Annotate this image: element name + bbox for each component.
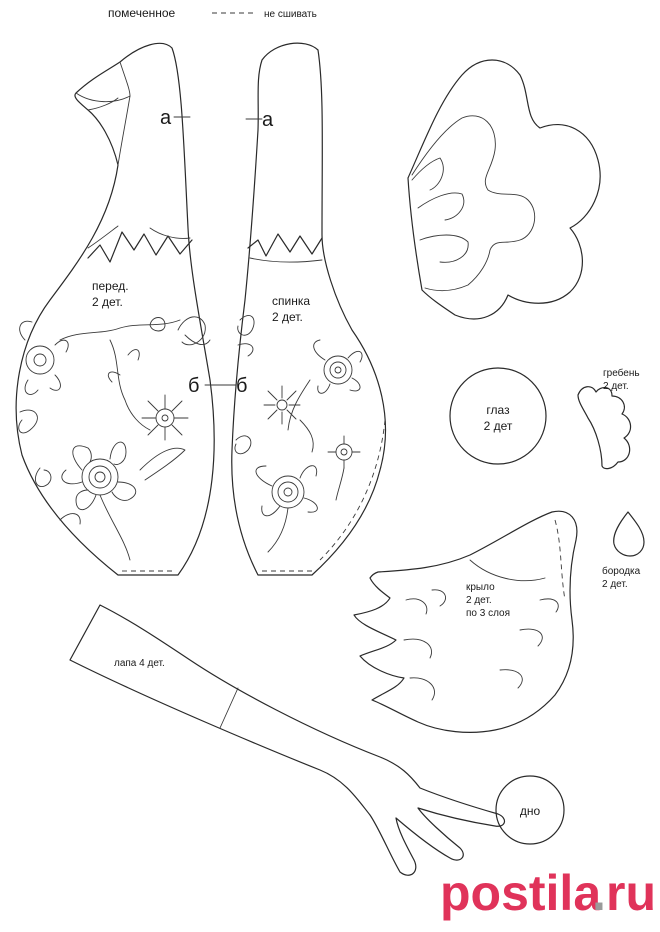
wing-piece [353,510,578,733]
postila-watermark: postila . ru [440,865,656,921]
front-name: перед. [92,279,129,293]
bottom-piece [495,775,565,845]
comb-count: 2 дет. [603,381,629,392]
leg-piece [69,604,505,876]
tail-piece [407,59,601,320]
legend-no-sew-label: не сшивать [264,9,317,20]
wattle-count: 2 дет. [602,579,628,590]
wing-layers: по 3 слоя [466,608,510,619]
back-count: 2 дет. [272,310,303,324]
comb-name: гребень [603,367,640,379]
eye-name: глаз [486,403,510,417]
leg-label: лапа 4 дет. [114,658,165,669]
watermark-brand: postila [440,865,602,921]
eye-piece [449,367,547,465]
watermark-dot: . [592,865,606,921]
wattle-piece [613,511,645,557]
front-count: 2 дет. [92,295,123,309]
marker-a-back: а [262,109,274,131]
back-name: спинка [272,294,310,308]
comb-piece [577,386,632,470]
marker-b-front: б [188,375,199,397]
front-piece [15,42,215,576]
wing-name: крыло [466,582,495,593]
wattle-name: бородка [602,565,641,577]
marker-b-back: б [236,375,247,397]
bottom-label: дно [520,804,541,818]
back-piece [231,42,386,576]
eye-count: 2 дет [484,419,513,433]
wing-count: 2 дет. [466,595,492,606]
marker-a-front: а [160,107,172,129]
legend-marked-label: помеченное [108,6,176,20]
watermark-tld: ru [606,865,656,921]
